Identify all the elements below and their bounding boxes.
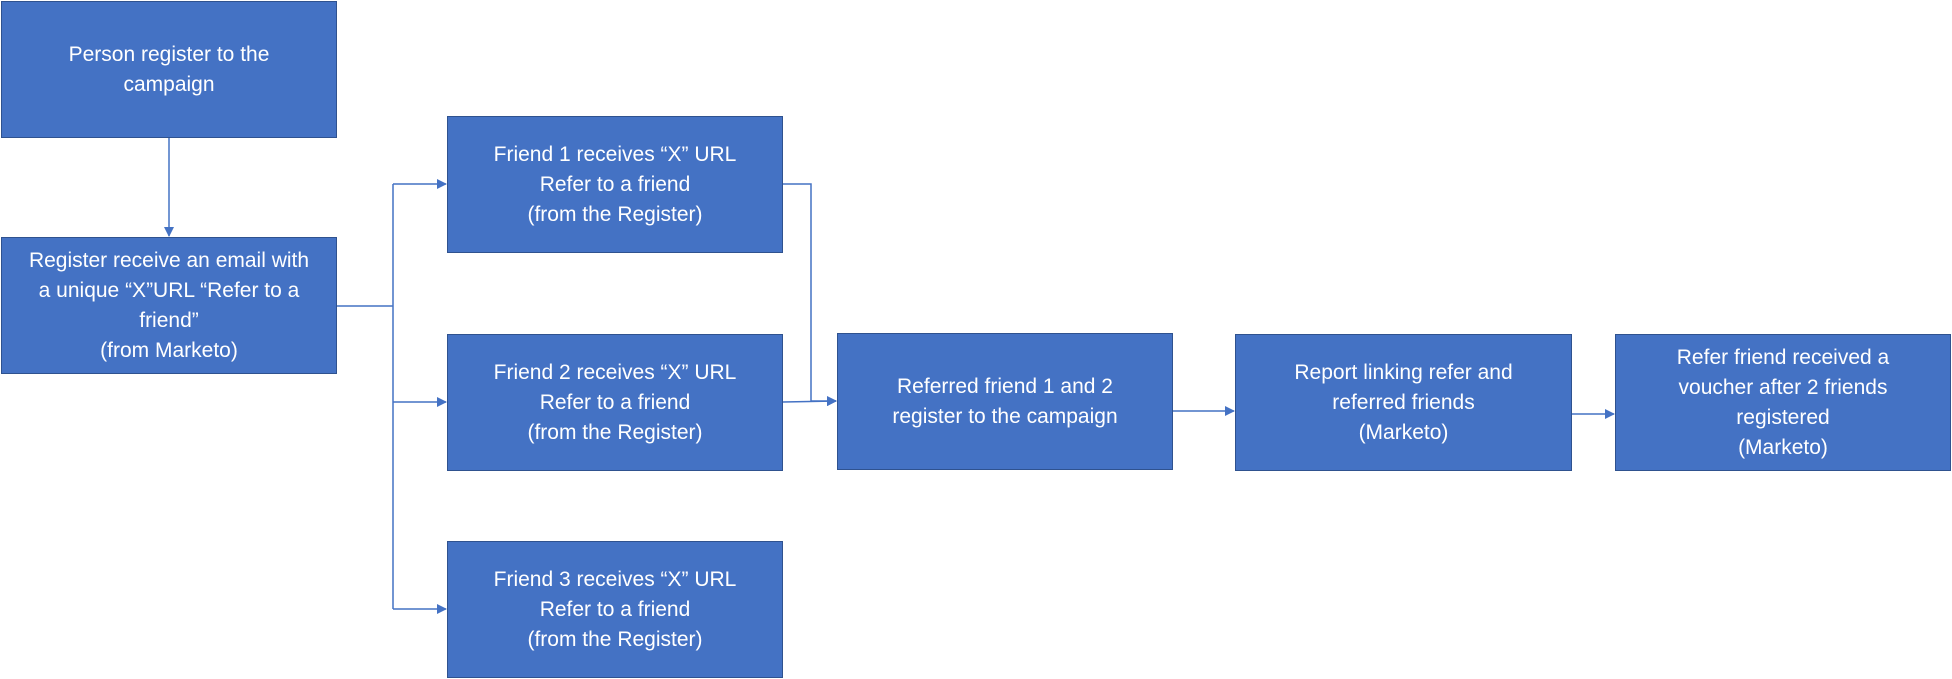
node-text-line: (from the Register) (527, 627, 703, 651)
node-text-line: (from the Register) (527, 420, 703, 444)
node-text-line: friend” (139, 308, 199, 332)
connector-friend2-to-referred (782, 396, 837, 407)
node-text-line: Referred friend 1 and 2 (897, 374, 1113, 398)
node-register-email: Register receive an email with a unique … (1, 237, 337, 374)
node-text-line: (from Marketo) (100, 338, 238, 362)
node-text-line: (Marketo) (1738, 435, 1828, 459)
node-text-line: register to the campaign (892, 404, 1118, 428)
node-text-line: voucher after 2 friends (1678, 375, 1888, 399)
node-referred-register: Referred friend 1 and 2 register to the … (837, 333, 1173, 470)
node-text-line: Friend 1 receives “X” URL (493, 142, 737, 166)
node-text-line: referred friends (1332, 390, 1475, 414)
node-text-line: Person register to the (68, 42, 270, 66)
node-text-line: registered (1736, 405, 1830, 429)
node-text-line: Friend 2 receives “X” URL (493, 360, 737, 384)
node-friend3: Friend 3 receives “X” URL Refer to a fri… (447, 541, 783, 678)
node-text-line: Friend 3 receives “X” URL (493, 567, 737, 591)
node-friend1: Friend 1 receives “X” URL Refer to a fri… (447, 116, 783, 253)
node-report: Report linking refer and referred friend… (1235, 334, 1572, 471)
node-text-line: a unique “X”URL “Refer to a (38, 278, 300, 302)
node-text-line: (Marketo) (1358, 420, 1449, 444)
node-friend2: Friend 2 receives “X” URL Refer to a fri… (447, 334, 783, 471)
node-text-line: campaign (123, 72, 215, 96)
node-voucher: Refer friend received a voucher after 2 … (1615, 334, 1951, 471)
node-text-line: Register receive an email with (28, 248, 310, 272)
node-text-line: Refer to a friend (539, 172, 691, 196)
connector-friend1-to-referred (783, 183, 837, 406)
node-person-register: Person register to the campaign (1, 1, 337, 138)
node-text-line: Refer to a friend (539, 597, 691, 621)
node-text-line: Refer to a friend (539, 390, 691, 414)
node-text-line: Refer friend received a (1676, 345, 1890, 369)
node-text-line: Report linking refer and (1294, 360, 1513, 384)
node-text-line: (from the Register) (527, 202, 703, 226)
